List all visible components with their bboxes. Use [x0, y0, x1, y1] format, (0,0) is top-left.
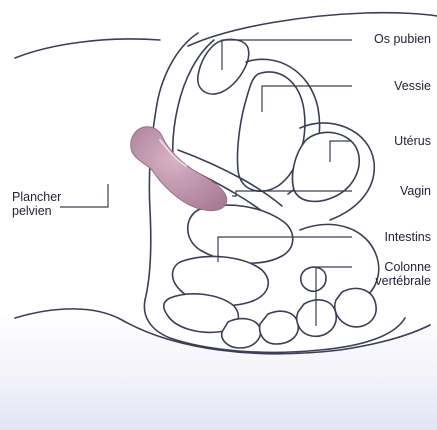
- vertebra-2: [260, 311, 299, 344]
- intestine-loop-1: [188, 205, 293, 263]
- pelvic-floor-highlight: [131, 127, 227, 211]
- label-vagin: Vagin: [345, 184, 431, 198]
- vertebra-1: [222, 319, 261, 348]
- vertebra-5: [301, 267, 326, 291]
- leader-plancher: [60, 184, 108, 207]
- label-plancher-line1: Plancher: [12, 190, 61, 204]
- abdomen-contour: [15, 39, 160, 58]
- label-os-pubien: Os pubien: [345, 32, 431, 46]
- vertebra-4: [335, 288, 376, 326]
- label-colonne-line2: vertébrale: [345, 274, 431, 288]
- label-intestins: Intestins: [345, 230, 431, 244]
- label-vessie: Vessie: [345, 79, 431, 93]
- label-colonne-line1: Colonne: [345, 260, 431, 274]
- label-uterus: Utérus: [345, 134, 431, 148]
- label-plancher-line2: pelvien: [12, 204, 52, 218]
